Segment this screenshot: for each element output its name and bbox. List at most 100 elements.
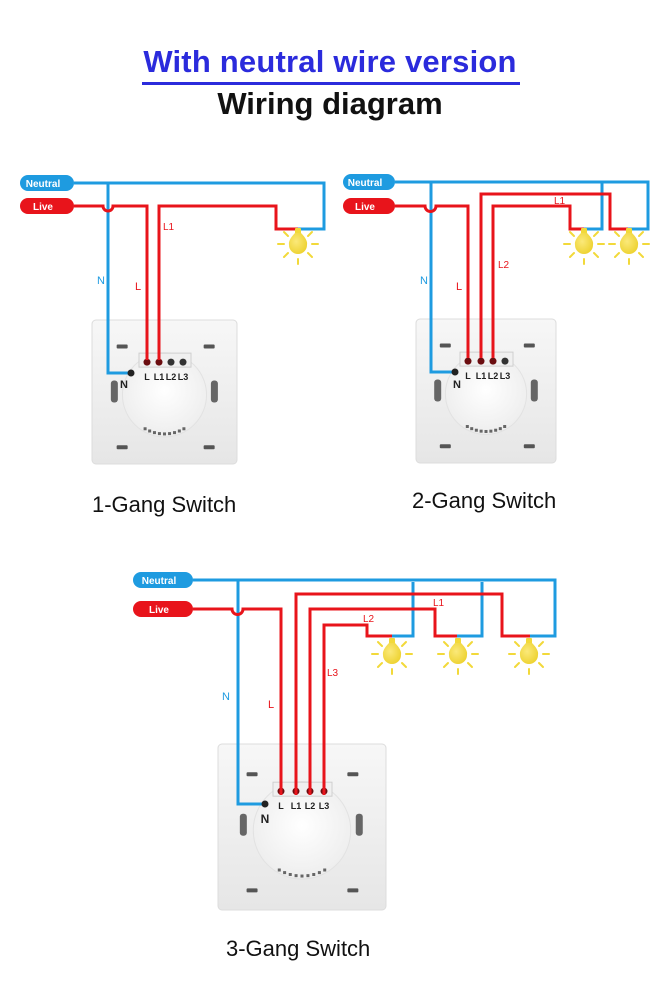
live-wire-1 xyxy=(74,204,149,360)
live-pill-3-shape xyxy=(133,601,193,617)
wire-label-l1: L1 xyxy=(554,196,566,207)
terminal-label-l2: L2 xyxy=(488,371,499,381)
wire-label-l: L xyxy=(135,281,141,293)
side-clip xyxy=(434,379,442,402)
bulb-ray xyxy=(283,231,289,237)
bulb-glass xyxy=(448,643,468,664)
neutral-pill-2-label: Neutral xyxy=(348,178,383,189)
bulb-base xyxy=(581,228,587,234)
mount-slot xyxy=(523,343,535,348)
mount-slot xyxy=(203,445,215,450)
terminal-block xyxy=(459,351,514,367)
bulb-ray xyxy=(638,252,644,258)
bulb-ray xyxy=(443,662,449,668)
terminal-label-l3: L3 xyxy=(500,371,511,381)
neutral-pill-3: Neutral xyxy=(133,572,193,588)
bulb-ray xyxy=(377,662,383,668)
l2-wire-2 xyxy=(491,204,584,358)
terminal-label-n: N xyxy=(120,379,128,391)
n-terminal-screw-3 xyxy=(261,800,269,808)
mount-slot xyxy=(439,343,451,348)
wire-label-l1: L1 xyxy=(163,222,175,233)
vent xyxy=(474,428,478,432)
caption-1-gang: 1-Gang Switch xyxy=(92,492,237,517)
bulb-base xyxy=(389,638,395,644)
side-clip xyxy=(530,379,538,402)
bulb-ray xyxy=(614,252,620,258)
side-clip xyxy=(355,813,363,836)
vent xyxy=(323,868,327,872)
neutral-branch-3b xyxy=(457,582,484,638)
vent xyxy=(157,432,161,436)
bulb-ray xyxy=(467,662,473,668)
mount-slot xyxy=(116,344,128,349)
mount-slot xyxy=(246,888,258,893)
bulb-glass xyxy=(288,233,308,254)
bulb-ray xyxy=(538,662,544,668)
bulb-ray xyxy=(593,231,599,237)
caption-3-gang: 3-Gang Switch xyxy=(226,936,371,961)
vent xyxy=(182,427,186,431)
terminal-block xyxy=(272,781,333,797)
terminal-screw xyxy=(489,357,497,365)
live-pill-1: Live xyxy=(20,198,74,214)
bulb-ray xyxy=(283,252,289,258)
terminal-label-n: N xyxy=(261,812,270,826)
mount-slot xyxy=(347,772,359,777)
bulb-glass xyxy=(574,233,594,254)
neutral-wire-3 xyxy=(193,578,557,638)
bulb-ray xyxy=(307,252,313,258)
vent xyxy=(465,425,469,429)
bulb-base xyxy=(626,228,632,234)
l1-wire-3 xyxy=(294,592,530,795)
mount-slot xyxy=(347,888,359,893)
terminal-block xyxy=(138,352,192,368)
wire-label-n: N xyxy=(97,275,105,287)
bulb-3c xyxy=(508,638,550,675)
wire-label-l2: L2 xyxy=(498,260,510,271)
live-pill-3-label: Live xyxy=(149,605,169,616)
live-wire-3 xyxy=(193,607,283,795)
bulb-ray xyxy=(514,662,520,668)
switch-module xyxy=(252,781,352,880)
bulb-ray xyxy=(593,252,599,258)
live-pill-3: Live xyxy=(133,601,193,617)
neutral-branch-3a xyxy=(392,582,415,638)
bulb-ray xyxy=(377,641,383,647)
bulb-3a xyxy=(371,638,413,675)
vent xyxy=(294,874,298,878)
bulb-base xyxy=(295,228,301,234)
vent xyxy=(143,427,147,431)
terminal-label-l: L xyxy=(144,372,150,382)
switch-plate-2 xyxy=(415,318,557,464)
vent xyxy=(489,429,493,433)
neutral-wire-1 xyxy=(74,181,326,231)
live-pill-1-label: Live xyxy=(33,202,53,213)
vent xyxy=(503,425,507,429)
mount-slot xyxy=(246,772,258,777)
wire-label-l: L xyxy=(456,281,462,293)
switch-plate-1 xyxy=(91,319,238,465)
bulb-2a xyxy=(563,228,605,265)
n-terminal-screw-1 xyxy=(127,369,135,377)
bulb-ray xyxy=(538,641,544,647)
vent xyxy=(277,868,281,872)
terminal-screw xyxy=(477,357,485,365)
terminal-screw xyxy=(143,358,151,366)
neutral-drop-2 xyxy=(429,182,455,374)
vent xyxy=(470,427,474,431)
neutral-pill-1-shape xyxy=(20,175,74,191)
bulb-base xyxy=(526,638,532,644)
neutral-pill-2-shape xyxy=(343,174,395,190)
vent xyxy=(317,871,321,875)
bulb-ray xyxy=(569,252,575,258)
bulb-base xyxy=(455,638,461,644)
neutral-pill-3-shape xyxy=(133,572,193,588)
terminal-label-l3: L3 xyxy=(178,372,189,382)
side-clip xyxy=(110,380,118,403)
bulb-3b xyxy=(437,638,479,675)
vent xyxy=(288,873,292,877)
terminal-screw xyxy=(464,357,472,365)
caption-2-gang: 2-Gang Switch xyxy=(412,488,557,513)
live-wire-2 xyxy=(395,204,470,358)
